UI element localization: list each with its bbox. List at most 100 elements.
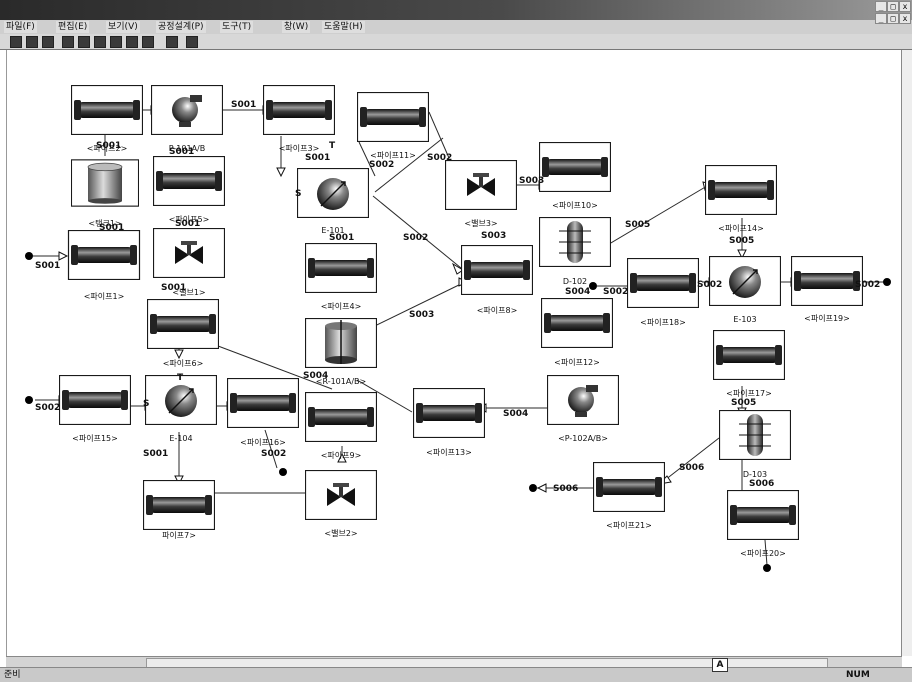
caption-e101: E-101 bbox=[321, 226, 344, 235]
maximize-icon[interactable]: □ bbox=[887, 1, 899, 12]
stream-label: S001 bbox=[99, 223, 124, 233]
block-pipe6[interactable] bbox=[147, 299, 219, 349]
process-flow-diagram[interactable]: <파이프2> P-101A/B <파이프3> <파이프11> <탱크1> <파이… bbox=[7, 50, 903, 656]
stream-label: S006 bbox=[749, 479, 774, 489]
block-pipe10[interactable] bbox=[539, 142, 611, 192]
caption-pipe12: <파이프12> bbox=[554, 357, 600, 367]
block-pipe19[interactable] bbox=[791, 256, 863, 306]
block-pipe11[interactable] bbox=[357, 92, 429, 142]
menu-window[interactable]: 창(W) bbox=[282, 21, 311, 33]
stream-label: S003 bbox=[481, 231, 506, 241]
block-pipe13[interactable] bbox=[413, 388, 485, 438]
caption-pipe11: <파이프11> bbox=[370, 150, 416, 160]
port-letter: S bbox=[295, 189, 301, 199]
block-pipe5[interactable] bbox=[153, 156, 225, 206]
block-pipe12[interactable] bbox=[541, 298, 613, 348]
print-icon[interactable] bbox=[62, 36, 74, 48]
caption-d102: D-102 bbox=[563, 277, 587, 286]
stream-label: S002 bbox=[261, 449, 286, 459]
menu-process[interactable]: 공정설계(P) bbox=[156, 21, 206, 33]
block-tank[interactable] bbox=[71, 159, 139, 207]
block-p102[interactable] bbox=[547, 375, 619, 425]
caption-reactor: <R-101A/B> bbox=[316, 377, 366, 386]
port-letters: T S T S bbox=[143, 141, 336, 409]
block-pipe4[interactable] bbox=[305, 243, 377, 293]
caption-d103: D-103 bbox=[743, 470, 767, 479]
stream-label: S001 bbox=[231, 100, 256, 110]
caption-pipe18: <파이프18> bbox=[640, 317, 686, 327]
help-icon[interactable] bbox=[186, 36, 198, 48]
doc-minimize-icon[interactable]: _ bbox=[875, 13, 887, 24]
new-icon[interactable] bbox=[10, 36, 22, 48]
doc-close-icon[interactable]: x bbox=[899, 13, 911, 24]
caption-pipe2: <파이프2> bbox=[87, 143, 128, 153]
menu-edit[interactable]: 편집(E) bbox=[56, 21, 90, 33]
menu-view[interactable]: 보기(V) bbox=[106, 21, 140, 33]
save-icon[interactable] bbox=[42, 36, 54, 48]
block-captions: <파이프2> P-101A/B <파이프3> <파이프11> <탱크1> <파이… bbox=[72, 143, 850, 558]
stream-label: S002 bbox=[427, 153, 452, 163]
block-e101[interactable] bbox=[297, 168, 369, 218]
vertical-scrollbar[interactable] bbox=[901, 50, 912, 656]
block-pipe17[interactable] bbox=[713, 330, 785, 380]
doc-maximize-icon[interactable]: □ bbox=[887, 13, 899, 24]
block-valve2[interactable] bbox=[305, 470, 377, 520]
stream-label: S005 bbox=[729, 236, 754, 246]
caption-pipe8: <파이프8> bbox=[477, 305, 518, 315]
menu-file[interactable]: 파일(F) bbox=[4, 21, 37, 33]
stream-labels: S001 S001 S001 S001 S001 S001 S001 S001 … bbox=[35, 100, 880, 494]
block-valve1[interactable] bbox=[153, 228, 225, 278]
stream-label: S001 bbox=[305, 153, 330, 163]
zoom-icon[interactable] bbox=[126, 36, 138, 48]
block-reactor[interactable] bbox=[305, 318, 377, 368]
block-pipe9[interactable] bbox=[305, 392, 377, 442]
caption-e104: E-104 bbox=[169, 434, 192, 443]
block-p101[interactable] bbox=[151, 85, 223, 135]
caption-valve2: <밸브2> bbox=[324, 528, 357, 538]
block-pipe8[interactable] bbox=[461, 245, 533, 295]
caption-p101: P-101A/B bbox=[169, 144, 205, 153]
block-pipe20[interactable] bbox=[727, 490, 799, 540]
flowsheet-canvas[interactable]: <파이프2> P-101A/B <파이프3> <파이프11> <탱크1> <파이… bbox=[6, 50, 903, 656]
stream-label: S002 bbox=[855, 280, 880, 290]
caption-pipe9: <파이프9> bbox=[321, 450, 362, 460]
caption-valve1: <밸브1> bbox=[172, 287, 205, 297]
menu-help[interactable]: 도움말(H) bbox=[322, 21, 365, 33]
minimize-icon[interactable]: _ bbox=[875, 1, 887, 12]
caption-p102: <P-102A/B> bbox=[558, 434, 608, 443]
menu-tools[interactable]: 도구(T) bbox=[220, 21, 254, 33]
cut-icon[interactable] bbox=[78, 36, 90, 48]
num-lock-indicator: NUM bbox=[846, 670, 870, 680]
open-icon[interactable] bbox=[26, 36, 38, 48]
block-pipe3[interactable] bbox=[263, 85, 335, 135]
block-d103[interactable] bbox=[719, 410, 791, 460]
caption-pipe3: <파이프3> bbox=[279, 143, 320, 153]
window-controls: _ □ x _ □ x bbox=[875, 1, 911, 31]
block-pipe16[interactable] bbox=[227, 378, 299, 428]
caption-pipe1: <파이프1> bbox=[84, 291, 125, 301]
stream-label: S002 bbox=[697, 280, 722, 290]
block-pipe15[interactable] bbox=[59, 375, 131, 425]
stream-label: S002 bbox=[403, 233, 428, 243]
stream-label: S002 bbox=[369, 160, 394, 170]
stream-label: S006 bbox=[553, 484, 578, 494]
port-letter: T bbox=[329, 141, 336, 151]
block-d102[interactable] bbox=[539, 217, 611, 267]
block-pipe21[interactable] bbox=[593, 462, 665, 512]
block-pipe18[interactable] bbox=[627, 258, 699, 308]
block-pipe1[interactable] bbox=[67, 230, 141, 280]
terminal-nodes bbox=[25, 252, 891, 572]
close-icon[interactable]: x bbox=[899, 1, 911, 12]
block-pipe14[interactable] bbox=[705, 165, 777, 215]
block-pipe2[interactable] bbox=[71, 85, 143, 135]
block-valve3[interactable] bbox=[445, 160, 517, 210]
run-icon[interactable] bbox=[166, 36, 178, 48]
stream-label: S001 bbox=[96, 141, 121, 151]
grid-icon[interactable] bbox=[142, 36, 154, 48]
copy-icon[interactable] bbox=[94, 36, 106, 48]
block-pipe7[interactable] bbox=[143, 480, 215, 530]
toolbar bbox=[0, 34, 912, 50]
paste-icon[interactable] bbox=[110, 36, 122, 48]
title-bar bbox=[0, 0, 912, 20]
stream-label: S004 bbox=[565, 287, 590, 297]
